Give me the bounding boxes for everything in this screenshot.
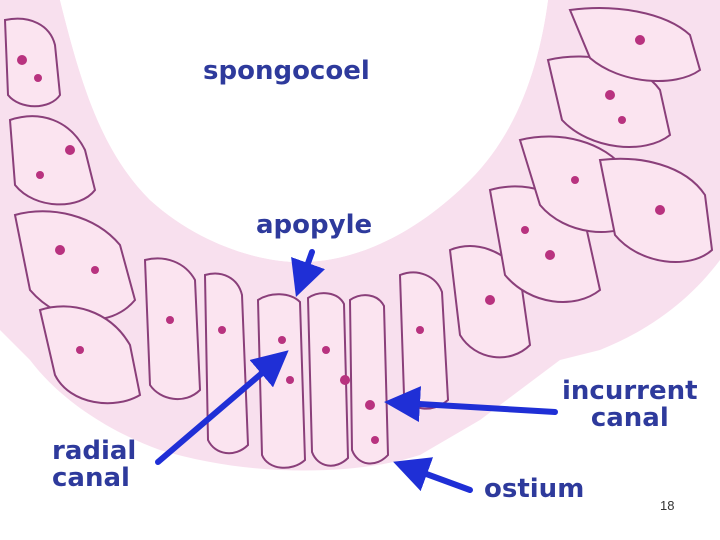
pointer-arrows bbox=[155, 249, 558, 493]
chamber-right-6 bbox=[568, 7, 702, 83]
incurrent-canal-arrow bbox=[384, 386, 558, 423]
chamber-right-1 bbox=[398, 271, 450, 410]
apopyle-arrow bbox=[291, 249, 326, 297]
ostium-arrow bbox=[393, 457, 473, 493]
spongocoel-cavity bbox=[60, 0, 548, 262]
spongocoel-label: spongocoel bbox=[203, 56, 370, 86]
cell-nuclei bbox=[17, 35, 665, 444]
chamber-left-6 bbox=[203, 272, 250, 455]
chamber-left-5 bbox=[143, 257, 202, 401]
incurrent-canal-label-line2: canal bbox=[590, 403, 669, 434]
ostium-label: ostium bbox=[484, 474, 585, 504]
chamber-left-4 bbox=[38, 305, 142, 405]
radial-canal-label: radial canal bbox=[52, 436, 137, 494]
incurrent-canal-label-line1: incurrent bbox=[562, 376, 698, 406]
chamber-left-2 bbox=[8, 115, 97, 206]
slide-number: 18 bbox=[660, 498, 675, 513]
chamber-left-1 bbox=[3, 17, 62, 108]
radial-canal-label-line2: canal bbox=[52, 463, 130, 494]
radial-canal-label-line1: radial bbox=[52, 436, 137, 466]
cell-chambers bbox=[3, 7, 714, 469]
chamber-center-3 bbox=[348, 294, 390, 465]
apopyle-label: apopyle bbox=[256, 210, 373, 240]
radial-canal-arrow bbox=[155, 350, 289, 465]
incurrent-canal-label: incurrent canal bbox=[562, 376, 698, 434]
chamber-center-1 bbox=[256, 293, 307, 469]
